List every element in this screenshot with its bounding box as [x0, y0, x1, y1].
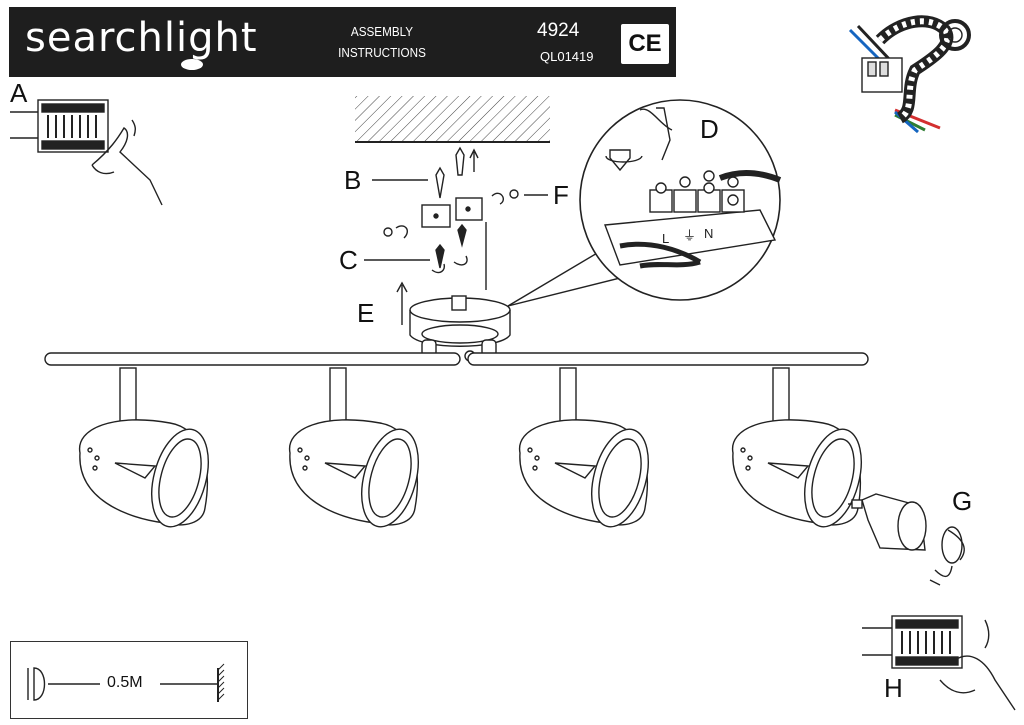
breaker-off-icon: [10, 99, 163, 206]
step-c-label: C: [339, 245, 358, 275]
terminal-block-detail: [579, 99, 782, 301]
spotlight-4: [731, 367, 862, 528]
terminal-label-neutral: N: [704, 226, 713, 241]
light-bar: [44, 352, 869, 366]
ceiling: [355, 96, 550, 143]
ceiling-canopy: [409, 295, 511, 362]
step-a-label: A: [10, 78, 28, 108]
product-code: QL01419: [540, 49, 594, 64]
spotlight-3: [518, 367, 649, 528]
min-distance-value: 0.5M: [107, 674, 143, 691]
step-g-label: G: [952, 486, 973, 516]
brand-logo-mark: [181, 59, 203, 70]
terminal-labels: L ⏚ N: [662, 226, 713, 246]
min-distance-box: 0.5M: [10, 641, 248, 719]
model-number: 4924: [537, 20, 580, 41]
document-type-line2: INSTRUCTIONS: [338, 45, 426, 60]
mounting-bracket: [364, 146, 548, 325]
step-h-label: H: [884, 673, 903, 703]
header-bar: searchlight ASSEMBLY INSTRUCTIONS 4924 Q…: [9, 7, 676, 77]
brand-logo: searchlight: [25, 15, 258, 61]
step-f-label: F: [553, 180, 569, 210]
breaker-on-icon: [862, 615, 1016, 711]
step-d-label: D: [700, 114, 719, 144]
step-e-label: E: [357, 298, 375, 328]
spotlight-2: [288, 367, 419, 528]
step-b-label: B: [344, 165, 362, 195]
ce-mark: CE: [621, 24, 669, 64]
wire-connector-icon: [848, 15, 971, 134]
document-type: ASSEMBLY INSTRUCTIONS: [333, 21, 432, 63]
document-type-line1: ASSEMBLY: [350, 24, 414, 39]
min-distance-graphic: [27, 663, 225, 702]
spotlight-1: [78, 367, 209, 528]
terminal-label-live: L: [662, 231, 669, 246]
gu10-bulb-icon: [848, 493, 965, 586]
terminal-label-earth: ⏚: [683, 228, 696, 243]
